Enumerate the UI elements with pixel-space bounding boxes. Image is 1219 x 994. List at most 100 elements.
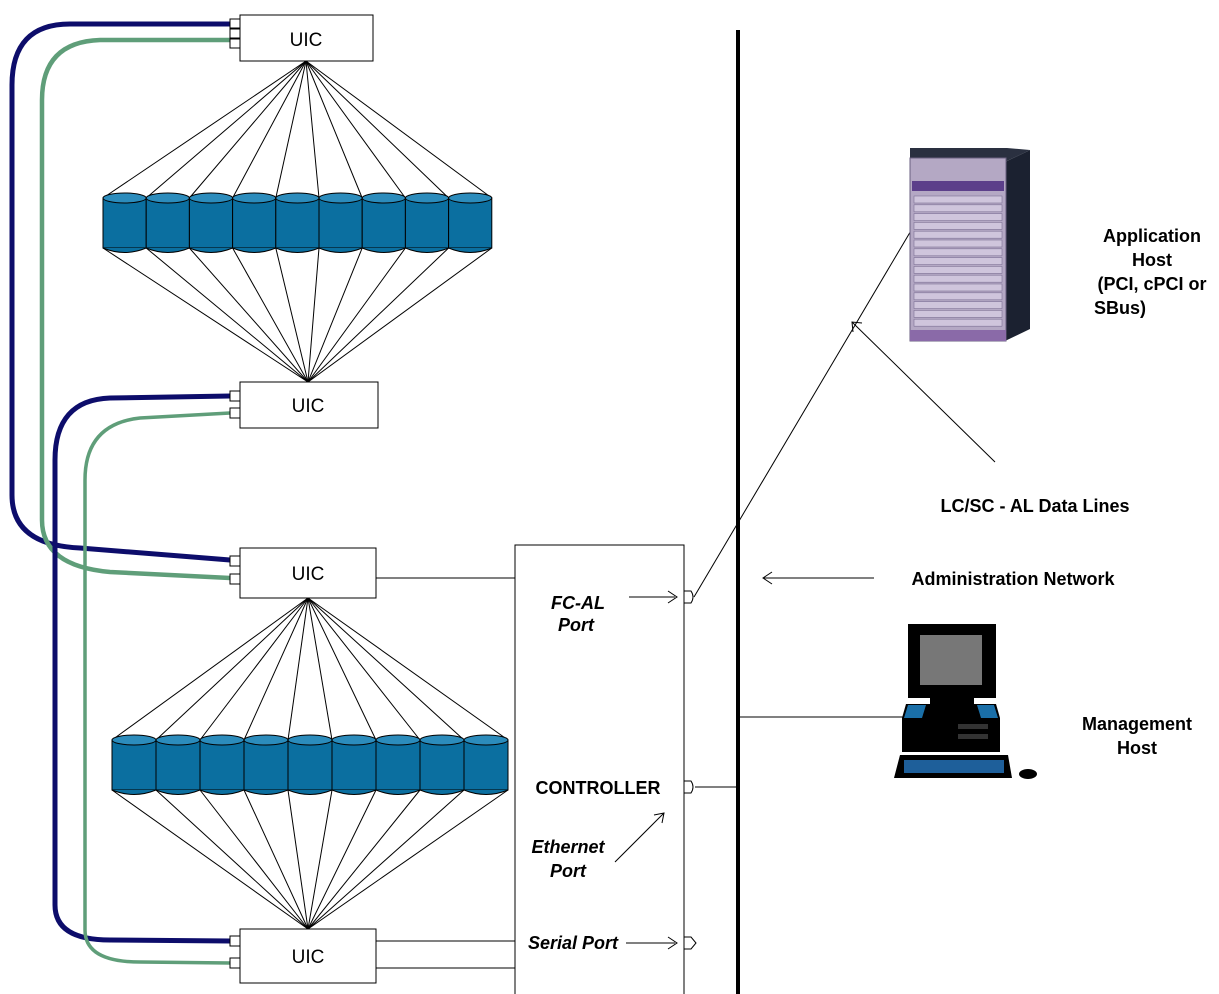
fan-line — [145, 247, 309, 383]
fan-line — [307, 597, 421, 741]
fan-line — [232, 60, 307, 199]
disk-array-top — [102, 192, 493, 253]
ethernet-port-label-line2: Port — [550, 861, 587, 881]
management-host-label-line2: Host — [1117, 738, 1157, 758]
fan-line — [189, 247, 309, 383]
controller: FC-AL Port CONTROLLER Ethernet Port Seri… — [376, 544, 697, 994]
fan-line — [307, 789, 421, 930]
fan-line — [307, 247, 406, 383]
fan-line — [232, 247, 309, 383]
fan-line — [307, 597, 377, 741]
disk-drive — [111, 734, 157, 795]
disk-drive — [232, 192, 277, 253]
fan-line — [307, 789, 509, 930]
fan-line — [307, 247, 363, 383]
server-slot — [913, 292, 1003, 301]
uic-4-connector — [229, 935, 241, 947]
uic-3: UIC — [229, 547, 377, 599]
fan-line — [305, 60, 320, 199]
server-slot — [913, 274, 1003, 283]
fan-line — [307, 247, 493, 383]
monitor-stand — [930, 698, 974, 704]
server-slot — [913, 230, 1003, 239]
application-host-label-line4: SBus) — [1094, 298, 1146, 318]
fan-line — [287, 597, 309, 741]
disk-drive — [419, 734, 465, 795]
fcal-port-label-line2: Port — [558, 615, 595, 635]
server-control-strip — [912, 181, 1004, 191]
serial-port-label: Serial Port — [528, 933, 619, 953]
uic-4-label: UIC — [292, 947, 325, 968]
management-host-label-line1: Management — [1082, 714, 1192, 734]
server-slot — [913, 266, 1003, 274]
server-slot — [913, 248, 1003, 257]
navy-cable-bottom-loop — [52, 393, 231, 944]
management-host-workstation-icon — [894, 624, 1037, 779]
uic-2-connector — [229, 407, 241, 419]
workstation-case-trim-right — [977, 705, 998, 718]
uic-3-label: UIC — [292, 564, 325, 585]
fan-line — [305, 60, 449, 199]
server-slot — [913, 239, 1003, 248]
server-slot — [913, 283, 1003, 292]
fan-line — [307, 247, 449, 383]
disk-drive — [243, 734, 289, 795]
fan-line — [275, 247, 309, 383]
disk-drive — [275, 192, 320, 253]
uic-3-connector — [229, 573, 241, 585]
server-slot — [913, 195, 1003, 204]
disk-drive — [155, 734, 201, 795]
monitor-screen — [920, 635, 982, 685]
uic-3-connector — [229, 555, 241, 567]
loop-cables — [9, 21, 231, 965]
fan-line — [243, 597, 309, 741]
ethernet-port-arrow-head — [653, 812, 665, 824]
uic-2-label: UIC — [292, 396, 325, 417]
fan-line — [305, 60, 363, 199]
uic-1-connector — [229, 38, 241, 49]
fan-line — [155, 789, 309, 930]
disk-drive — [145, 192, 190, 253]
server-slot — [913, 204, 1003, 213]
admin-network-label: Administration Network — [911, 569, 1115, 589]
serial-port-arrow-head — [667, 936, 678, 950]
fan-line — [305, 60, 493, 199]
server-slot — [913, 257, 1003, 265]
server-drive-slots — [913, 195, 1003, 327]
fan-line — [145, 60, 307, 199]
fan-line — [307, 789, 377, 930]
disk-drive — [375, 734, 421, 795]
fan-line — [307, 597, 465, 741]
fan-line — [287, 789, 309, 930]
uic-1-label: UIC — [290, 30, 323, 51]
mouse — [1019, 769, 1037, 779]
green-cable-top-loop — [39, 37, 231, 581]
server-slot — [913, 301, 1003, 309]
fan-line — [307, 247, 320, 383]
server-slot — [913, 213, 1003, 221]
disk-drive — [331, 734, 377, 795]
fan-line — [155, 597, 309, 741]
uic-1-connector — [229, 28, 241, 39]
workstation-drive-bay — [958, 734, 988, 739]
server-side-panel — [1005, 150, 1030, 341]
application-host-server-icon — [909, 148, 1030, 342]
controller-box — [514, 544, 685, 994]
fan-line — [307, 789, 333, 930]
workstation-drive-bay — [958, 724, 988, 729]
disk-drive — [318, 192, 363, 253]
uic-1: UIC — [229, 14, 374, 62]
fcal-port-connector — [683, 590, 694, 604]
workstation-case — [902, 704, 1000, 752]
fan-line — [307, 597, 509, 741]
admin-network-pointer-arrow-head — [762, 571, 773, 585]
uic-3-box — [239, 547, 377, 599]
application-host-label-line2: Host — [1132, 250, 1172, 270]
fan-line — [275, 60, 307, 199]
uic-1-box — [239, 14, 374, 62]
fcal-port-label-line1: FC-AL — [551, 593, 605, 613]
fan-line — [189, 60, 307, 199]
disk-drive — [199, 734, 245, 795]
fcal-port-arrow-head — [667, 590, 678, 604]
